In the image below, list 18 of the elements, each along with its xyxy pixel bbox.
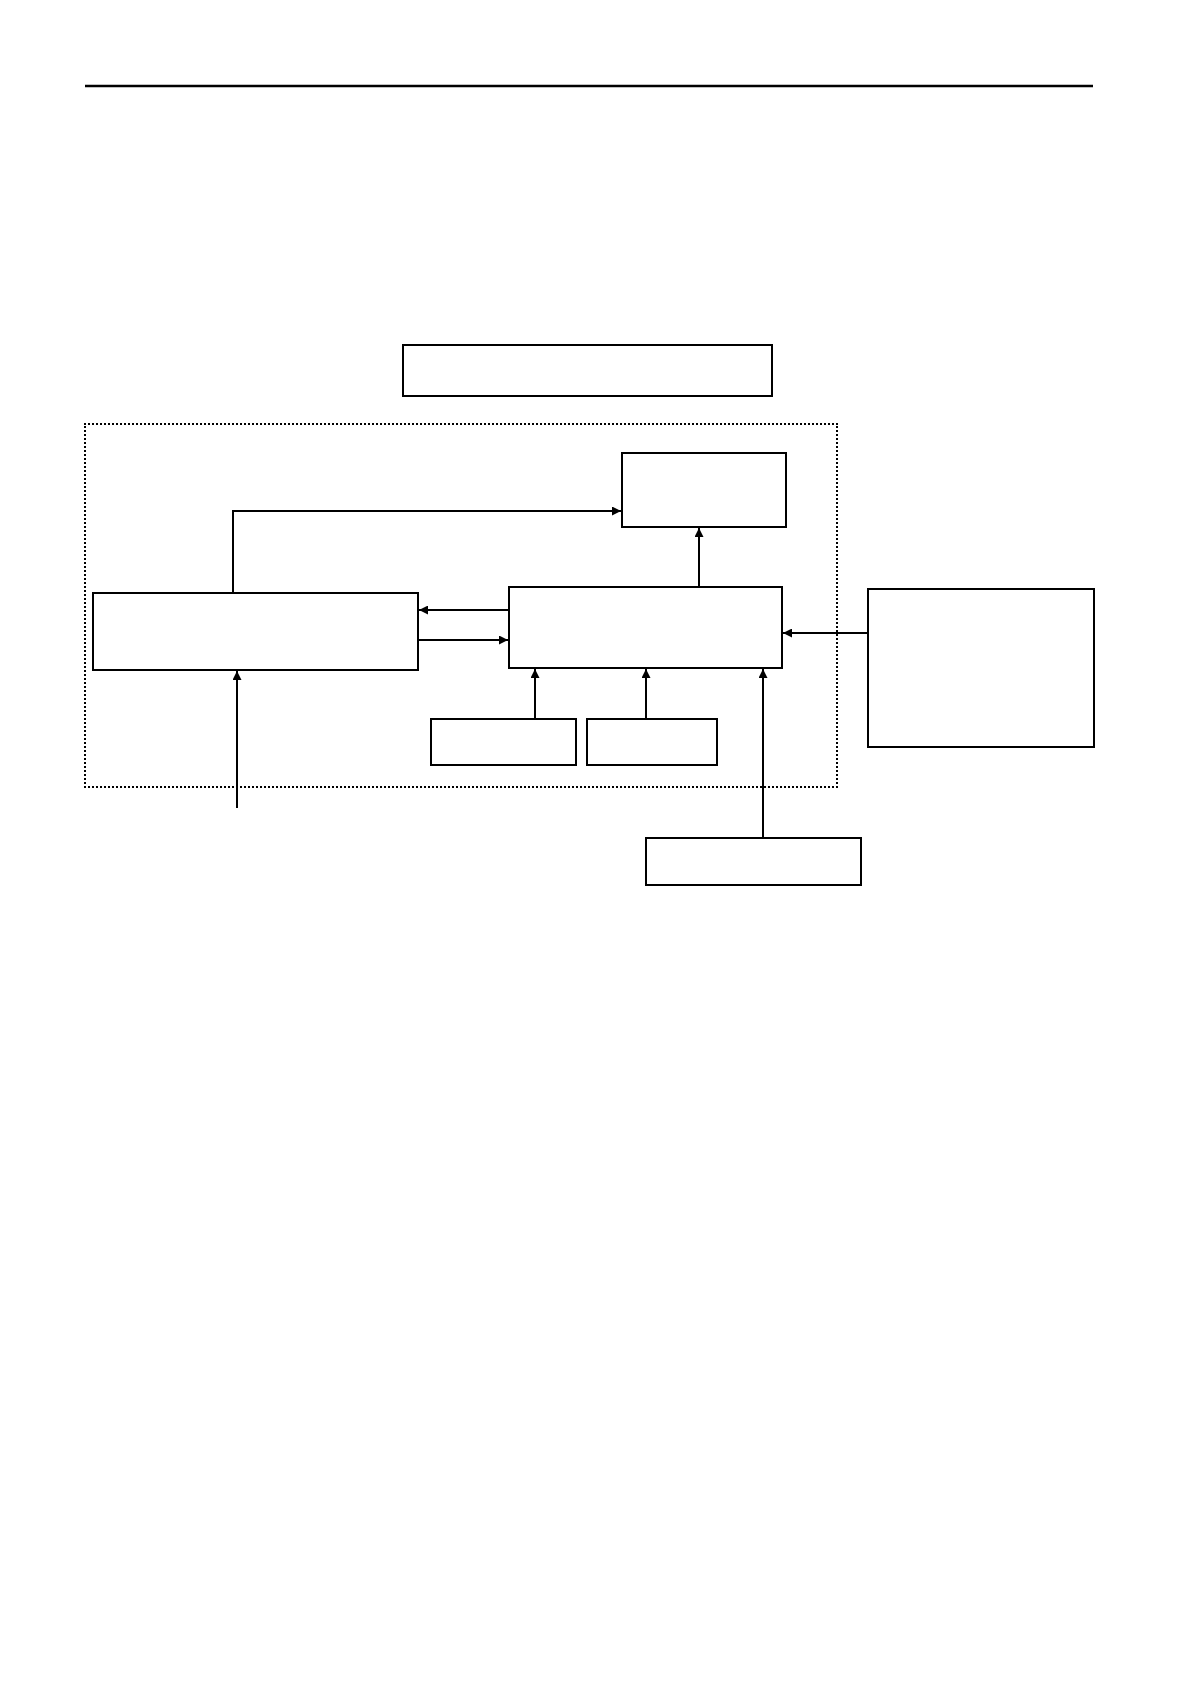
arrow: [232, 506, 622, 593]
empty-box: [867, 588, 1095, 748]
arrow: [418, 605, 509, 615]
empty-box: [92, 592, 419, 671]
arrow: [418, 635, 509, 645]
empty-box: [402, 344, 773, 397]
group-frame: [84, 423, 838, 788]
arrow: [782, 628, 868, 638]
empty-box: [621, 452, 787, 528]
arrow: [758, 668, 768, 838]
empty-box: [508, 586, 783, 669]
arrow: [641, 668, 651, 719]
arrow: [694, 527, 704, 587]
arrow: [232, 670, 242, 809]
empty-box: [586, 718, 718, 766]
empty-box: [430, 718, 577, 766]
empty-box: [645, 837, 862, 886]
arrow: [530, 668, 540, 719]
